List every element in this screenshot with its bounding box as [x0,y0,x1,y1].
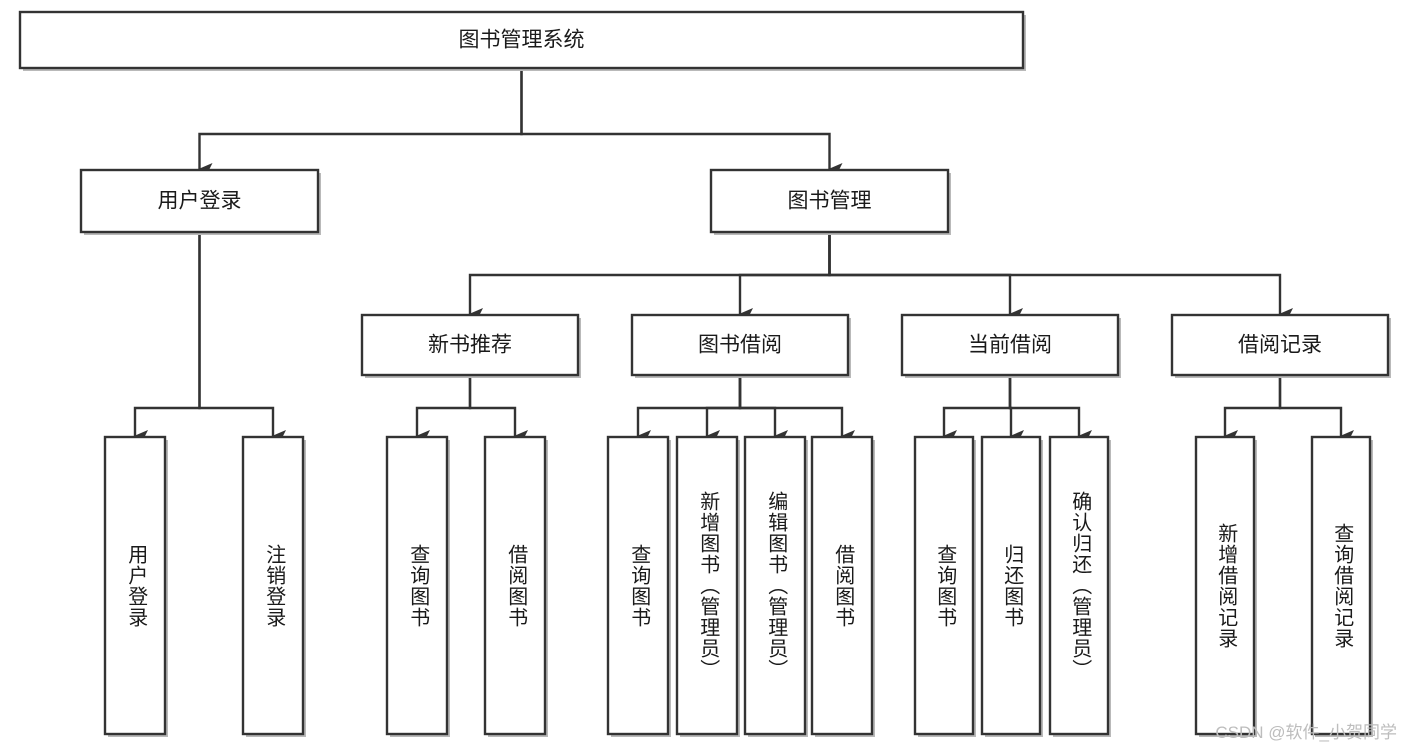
connector-to-leaf-1 [198,232,286,442]
leaf-node-1[interactable] [241,435,306,737]
connector-to-leaf-8 [942,375,1012,442]
level3-node-2[interactable]: 当前借阅 [900,313,1121,378]
connector-to-leaf-3 [468,375,528,442]
level3-node-0-label: 新书推荐 [428,334,512,357]
leaf-node-8[interactable] [913,435,976,737]
connector-level2-to-level3-2 [828,232,1023,320]
leaf-node-5[interactable] [675,435,740,737]
leaf-node-0[interactable] [103,435,168,737]
connector-to-leaf-4 [636,375,742,442]
connector-to-leaf-11 [1223,375,1282,442]
connector-to-leaf-5 [705,375,742,442]
connector-to-leaf-2 [415,375,472,442]
leaf-node-6[interactable] [743,435,808,737]
level3-node-1[interactable]: 图书借阅 [630,313,851,378]
leaf-node-12[interactable] [1310,435,1373,737]
leaf-node-4[interactable] [606,435,671,737]
connector-to-leaf-10 [1008,375,1092,442]
connector-to-leaf-6 [738,375,788,442]
level2-node-0-label: 用户登录 [158,190,242,213]
root-node-label: 图书管理系统 [459,29,585,52]
connector-level2-to-level3-1 [738,232,831,320]
leaf-node-2[interactable] [385,435,450,737]
connector-to-leaf-7 [738,375,855,442]
watermark-text: CSDN @软件_小贺同学 [1215,723,1397,742]
leaf-node-9[interactable] [980,435,1043,737]
level3-node-1-label: 图书借阅 [698,334,782,357]
leaf-node-11[interactable] [1194,435,1257,737]
connector-to-leaf-12 [1278,375,1354,442]
connector-level2-to-level3-3 [828,232,1293,320]
level3-node-3[interactable]: 借阅记录 [1170,313,1391,378]
leaf-node-3[interactable] [483,435,548,737]
connector-to-leaf-0 [133,232,201,442]
connector-root-to-level2-0 [198,68,523,175]
connector-root-to-level2-1 [520,68,843,175]
connector-level2-to-level3-0 [468,232,831,320]
level2-node-0[interactable]: 用户登录 [79,168,321,235]
level3-node-2-label: 当前借阅 [968,334,1052,357]
level3-node-3-label: 借阅记录 [1238,334,1322,357]
level2-node-1-label: 图书管理 [788,190,872,213]
root-node[interactable]: 图书管理系统 [18,10,1026,71]
connectors-layer [133,68,1354,442]
leaf-node-10[interactable] [1048,435,1111,737]
level2-node-1[interactable]: 图书管理 [709,168,951,235]
leaf-node-7[interactable] [810,435,875,737]
level3-node-0[interactable]: 新书推荐 [360,313,581,378]
